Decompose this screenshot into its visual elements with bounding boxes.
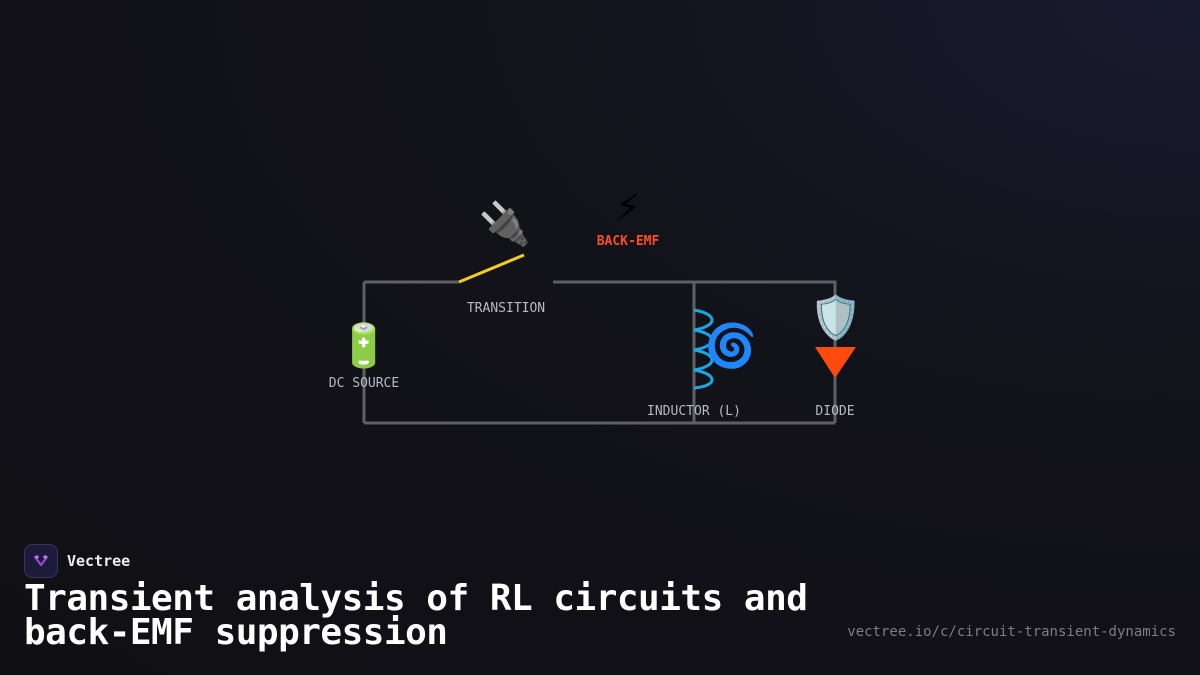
brand-name: Vectree bbox=[67, 552, 131, 570]
diode-symbol bbox=[815, 347, 856, 378]
inductor-label: INDUCTOR (L) bbox=[647, 404, 741, 419]
inductor-coil bbox=[693, 308, 714, 390]
cyclone-icon: 🌀 bbox=[705, 320, 757, 370]
back-emf-label: BACK-EMF bbox=[597, 234, 660, 249]
diode-label: DIODE bbox=[815, 404, 854, 419]
dc-source-label: DC SOURCE bbox=[329, 376, 399, 391]
transition-label: TRANSITION bbox=[467, 301, 545, 316]
lightning-icon: ⚡ bbox=[615, 181, 640, 230]
logo-mark-icon bbox=[34, 555, 48, 566]
page-url[interactable]: vectree.io/c/circuit-transient-dynamics bbox=[847, 624, 1176, 640]
shield-icon: 🛡️ bbox=[810, 293, 862, 342]
plug-icon: 🔌 bbox=[479, 199, 531, 248]
circuit-wires bbox=[362, 280, 837, 425]
page-title: Transient analysis of RL circuits and ba… bbox=[24, 578, 808, 653]
switch-blade bbox=[458, 253, 525, 284]
brand: Vectree bbox=[24, 544, 130, 578]
battery-icon: 🔋 bbox=[338, 321, 390, 370]
vectree-logo bbox=[24, 544, 58, 578]
